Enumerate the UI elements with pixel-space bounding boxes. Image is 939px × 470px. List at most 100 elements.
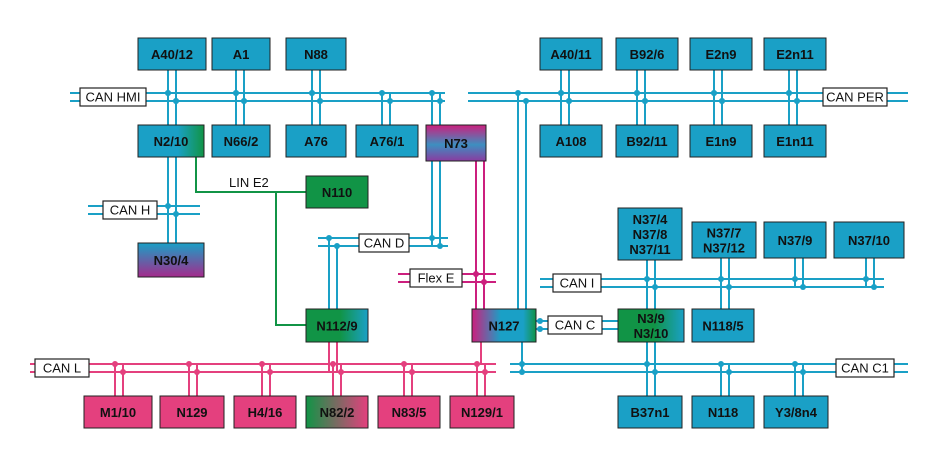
can-per-label: CAN PER <box>822 87 888 107</box>
node-label-a108: A108 <box>555 134 586 149</box>
junction-dot <box>481 279 487 285</box>
junction-dot <box>800 284 806 290</box>
junction-dot <box>317 98 323 104</box>
node-n3-9: N3/9N3/10 <box>617 308 685 343</box>
junction-dot <box>566 98 572 104</box>
node-b92-11: B92/11 <box>615 124 679 158</box>
junction-dot <box>165 90 171 96</box>
flex-e-label: Flex E <box>409 268 463 288</box>
node-b37n1: B37n1 <box>617 395 683 429</box>
node-label-m1-10: M1/10 <box>100 405 136 420</box>
junction-dot <box>871 284 877 290</box>
junction-dot <box>338 369 344 375</box>
junction-dot <box>429 235 435 241</box>
node-box-n37-7 <box>691 221 757 259</box>
junction-dot <box>863 276 869 282</box>
junction-dot <box>173 98 179 104</box>
node-label-n3-9: N3/10 <box>634 326 669 341</box>
junction-dot <box>792 276 798 282</box>
lin-e2-to-n112-9 <box>275 192 306 326</box>
can-l-label: CAN L <box>34 358 90 378</box>
junction-dot <box>642 98 648 104</box>
flex-e-label-box <box>409 268 463 288</box>
node-box-n3-9 <box>617 308 685 343</box>
node-box-n2-10 <box>137 124 205 158</box>
junction-dot <box>537 326 543 332</box>
node-label-n129: N129 <box>176 405 207 420</box>
junction-dot <box>634 90 640 96</box>
junction-dot <box>186 361 192 367</box>
junction-dot <box>718 361 724 367</box>
junction-dot <box>786 90 792 96</box>
node-label-n66-2: N66/2 <box>224 134 259 149</box>
node-box-n73 <box>425 124 487 162</box>
node-label-e2n9: E2n9 <box>705 47 736 62</box>
node-label-n88: N88 <box>304 47 328 62</box>
junction-dot <box>429 90 435 96</box>
junction-dot <box>267 369 273 375</box>
node-box-n118-5 <box>691 308 755 343</box>
node-a76-1: A76/1 <box>355 124 419 158</box>
can-c1-label-text: CAN C1 <box>841 361 889 376</box>
junction-dot <box>794 98 800 104</box>
node-box-n127 <box>471 308 537 343</box>
node-box-n129 <box>159 395 225 429</box>
junction-dot <box>644 361 650 367</box>
node-label-e1n11: E1n11 <box>776 134 814 149</box>
junction-dot <box>718 276 724 282</box>
node-e1n9: E1n9 <box>689 124 753 158</box>
node-box-n30-4 <box>137 242 205 278</box>
node-box-n110 <box>305 175 369 209</box>
node-label-n73: N73 <box>444 136 468 151</box>
node-box-a76-1 <box>355 124 419 158</box>
junction-dot <box>537 318 543 324</box>
junction-dot <box>515 90 521 96</box>
node-label-h4-16: H4/16 <box>248 405 283 420</box>
node-box-e2n9 <box>689 37 753 71</box>
can-hmi-label-box <box>79 87 147 107</box>
can-h-label-text: CAN H <box>110 203 150 218</box>
node-a108: A108 <box>539 124 603 158</box>
junction-dot <box>719 98 725 104</box>
junction-dots-layer <box>112 90 877 375</box>
junction-dot <box>233 90 239 96</box>
node-label-a76-1: A76/1 <box>370 134 405 149</box>
node-n129: N129 <box>159 395 225 429</box>
node-box-n129-1 <box>449 395 515 429</box>
node-h4-16: H4/16 <box>233 395 297 429</box>
node-box-a1 <box>211 37 271 71</box>
can-h-label: CAN H <box>102 200 158 220</box>
node-label-a40-12: A40/12 <box>151 47 193 62</box>
can-d-label: CAN D <box>358 233 410 253</box>
node-a76: A76 <box>285 124 347 158</box>
node-n118-5: N118/5 <box>691 308 755 343</box>
node-label-n127: N127 <box>488 319 519 334</box>
node-box-e1n11 <box>763 124 827 158</box>
junction-dot <box>259 361 265 367</box>
can-per-label-text: CAN PER <box>826 90 884 105</box>
node-box-n112-9 <box>305 308 369 343</box>
can-c1-label-box <box>835 358 895 378</box>
node-box-a76 <box>285 124 347 158</box>
node-n73: N73 <box>425 124 487 162</box>
junction-dot <box>792 361 798 367</box>
junction-dot <box>437 243 443 249</box>
node-box-b37n1 <box>617 395 683 429</box>
node-box-e2n11 <box>763 37 827 71</box>
junction-dot <box>800 369 806 375</box>
node-label-n110: N110 <box>322 185 352 200</box>
junction-dot <box>437 98 443 104</box>
node-n88: N88 <box>285 37 347 71</box>
node-n37-10: N37/10 <box>833 221 905 259</box>
node-label-a76: A76 <box>304 134 328 149</box>
node-label-n83-5: N83/5 <box>392 405 427 420</box>
junction-dot <box>241 98 247 104</box>
junction-dot <box>474 361 480 367</box>
junction-dot <box>194 369 200 375</box>
junction-dot <box>652 284 658 290</box>
node-box-m1-10 <box>83 395 153 429</box>
